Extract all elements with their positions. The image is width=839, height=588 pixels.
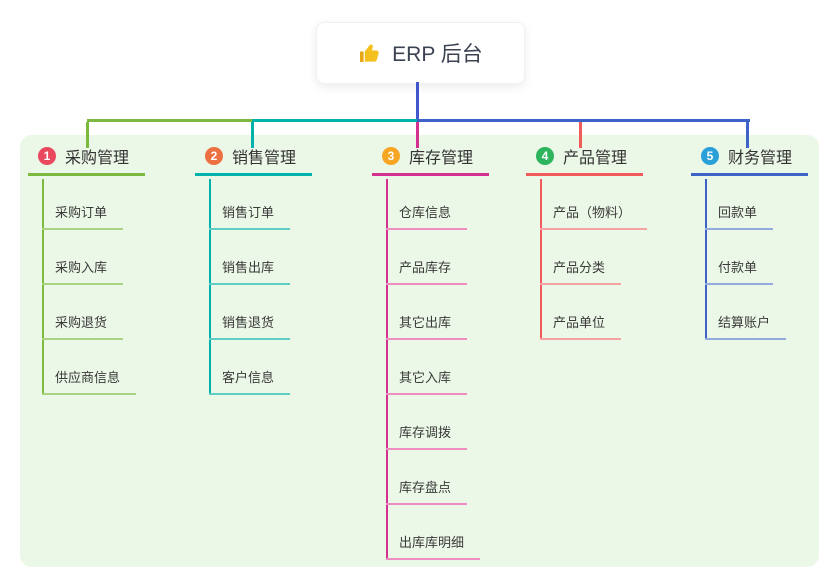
branch-2-drop-line (251, 122, 254, 148)
child-item-label: 产品单位 (553, 315, 606, 330)
branch-5-drop-line (746, 122, 749, 148)
branch-1-child-spine (42, 179, 44, 395)
branch-1-number-badge: 1 (38, 147, 56, 165)
branch-5-title[interactable]: 5 财务管理 (691, 146, 808, 176)
connector-horizontal-branch-2 (252, 119, 420, 122)
branch-3-title-label: 库存管理 (409, 150, 474, 167)
child-item-label: 销售出库 (222, 260, 275, 275)
branch-1-title-label: 采购管理 (65, 150, 130, 167)
branch-4-title[interactable]: 4 产品管理 (526, 146, 643, 176)
branch-2-title[interactable]: 2 销售管理 (195, 146, 312, 176)
child-item-label: 供应商信息 (55, 370, 121, 385)
branch-3-title[interactable]: 3 库存管理 (372, 146, 489, 176)
branch-3-drop-line (416, 122, 419, 148)
child-item-label: 采购退货 (55, 315, 108, 330)
child-item-label: 产品分类 (553, 260, 606, 275)
child-item-label: 其它入库 (399, 370, 452, 385)
branch-1-child-item[interactable]: 采购入库 (42, 258, 124, 285)
branch-4-drop-line (579, 122, 582, 148)
child-item-label: 库存盘点 (399, 480, 452, 495)
branch-3-child-item[interactable]: 库存调拨 (386, 423, 468, 450)
child-item-label: 销售退货 (222, 315, 275, 330)
branch-3-child-item[interactable]: 出库库明细 (386, 533, 481, 560)
branch-3-child-item[interactable]: 库存盘点 (386, 478, 468, 505)
branch-4-child-item[interactable]: 产品单位 (540, 313, 622, 340)
branch-5-title-label: 财务管理 (728, 150, 793, 167)
child-item-label: 仓库信息 (399, 205, 452, 220)
branch-2-child-spine (209, 179, 211, 395)
root-label: ERP 后台 (392, 43, 483, 66)
branch-4-number-badge: 4 (536, 147, 554, 165)
child-item-label: 回款单 (718, 205, 758, 220)
branch-1-child-item[interactable]: 采购订单 (42, 203, 124, 230)
branch-3-number-badge: 3 (382, 147, 400, 165)
child-item-label: 产品库存 (399, 260, 452, 275)
connector-root-vertical (416, 82, 419, 119)
branch-2-number-badge: 2 (205, 147, 223, 165)
thumbs-up-icon (360, 44, 379, 62)
branch-5-child-item[interactable]: 结算账户 (705, 313, 787, 340)
child-item-label: 库存调拨 (399, 425, 452, 440)
child-item-label: 采购入库 (55, 260, 108, 275)
branches-panel (20, 135, 819, 567)
branch-2-child-item[interactable]: 销售退货 (209, 313, 291, 340)
branch-1-child-item[interactable]: 采购退货 (42, 313, 124, 340)
branch-4-title-label: 产品管理 (563, 150, 628, 167)
branch-4-child-item[interactable]: 产品（物料） (540, 203, 648, 230)
branch-4-child-item[interactable]: 产品分类 (540, 258, 622, 285)
child-item-label: 产品（物料） (553, 205, 632, 220)
child-item-label: 付款单 (718, 260, 758, 275)
branch-2-child-item[interactable]: 客户信息 (209, 368, 291, 395)
branch-2-title-label: 销售管理 (232, 150, 297, 167)
branch-2-child-item[interactable]: 销售出库 (209, 258, 291, 285)
root-node[interactable]: ERP 后台 (316, 22, 525, 84)
child-item-label: 采购订单 (55, 205, 108, 220)
branch-5-child-spine (705, 179, 707, 340)
connector-horizontal-branch-5 (417, 119, 750, 122)
branch-5-number-badge: 5 (701, 147, 719, 165)
branch-5-child-item[interactable]: 付款单 (705, 258, 774, 285)
child-item-label: 客户信息 (222, 370, 275, 385)
branch-1-drop-line (86, 122, 89, 148)
child-item-label: 结算账户 (718, 315, 771, 330)
branch-3-child-item[interactable]: 产品库存 (386, 258, 468, 285)
branch-2-child-item[interactable]: 销售订单 (209, 203, 291, 230)
branch-3-child-item[interactable]: 其它入库 (386, 368, 468, 395)
branch-1-title[interactable]: 1 采购管理 (28, 146, 145, 176)
branch-3-child-spine (386, 179, 388, 560)
child-item-label: 出库库明细 (399, 535, 465, 550)
branch-4-child-spine (540, 179, 542, 340)
branch-3-child-item[interactable]: 其它出库 (386, 313, 468, 340)
branch-5-child-item[interactable]: 回款单 (705, 203, 774, 230)
branch-1-child-item[interactable]: 供应商信息 (42, 368, 137, 395)
child-item-label: 销售订单 (222, 205, 275, 220)
child-item-label: 其它出库 (399, 315, 452, 330)
branch-3-child-item[interactable]: 仓库信息 (386, 203, 468, 230)
connector-horizontal-branch-1 (87, 119, 255, 122)
